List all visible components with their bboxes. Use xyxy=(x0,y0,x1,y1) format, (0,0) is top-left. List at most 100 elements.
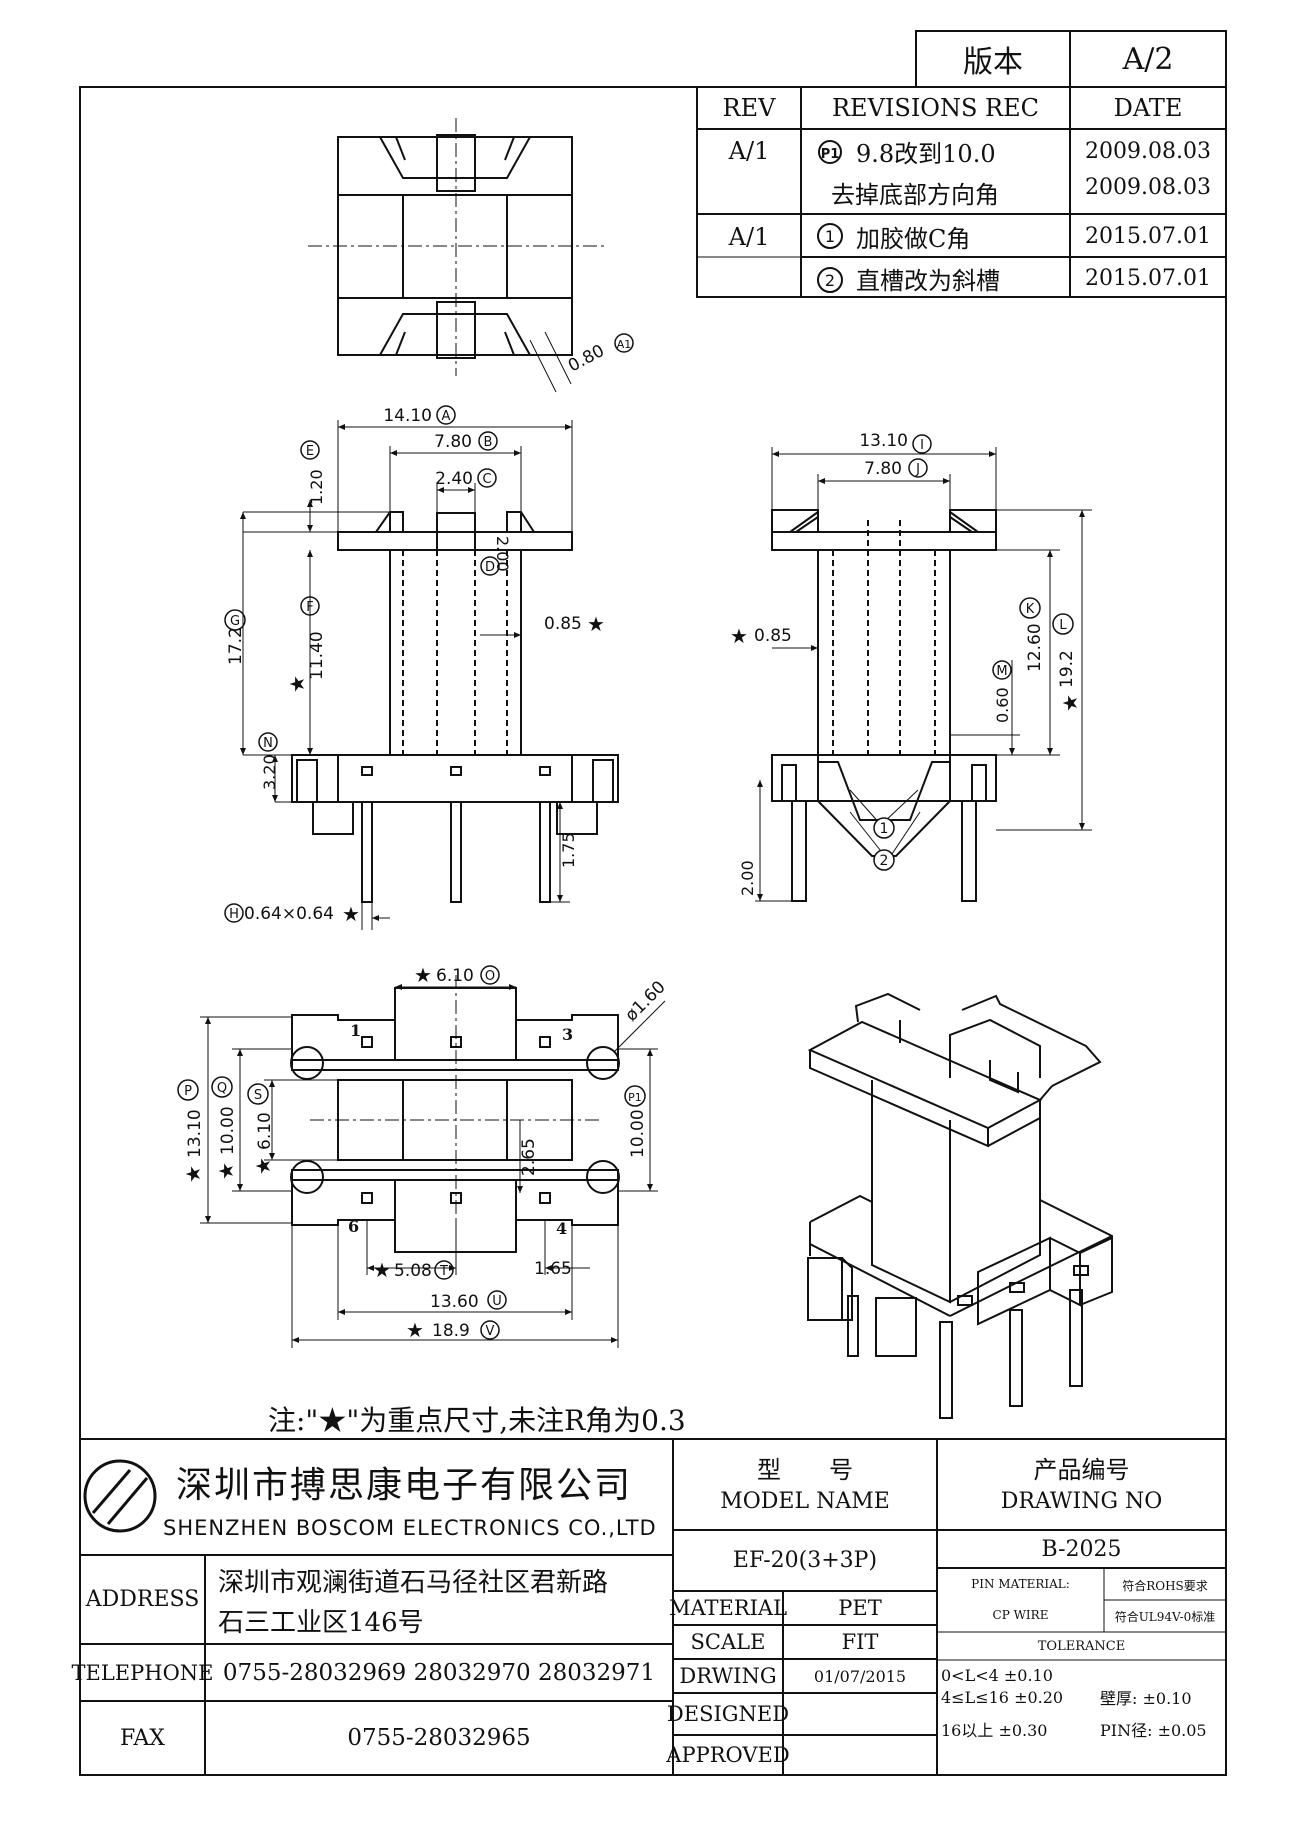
svg-text:2: 2 xyxy=(825,271,835,290)
address-label: ADDRESS xyxy=(85,1587,200,1612)
version-label: 版本 xyxy=(963,45,1023,80)
tolerance-1: 0<L<4 ±0.10 xyxy=(941,1665,1053,1685)
svg-text:B: B xyxy=(484,435,493,450)
svg-text:14.10: 14.10 xyxy=(383,406,432,426)
rev-row-3-rev: A/1 xyxy=(728,222,770,251)
wall-tolerance: 壁厚: ±0.10 xyxy=(1100,1689,1192,1708)
designed-label: DESIGNED xyxy=(666,1702,790,1726)
svg-text:2: 2 xyxy=(880,853,889,869)
svg-text:6.10: 6.10 xyxy=(255,1112,275,1150)
drawing-no-label-en: DRAWING NO xyxy=(1000,1488,1163,1514)
svg-text:H: H xyxy=(229,907,239,922)
svg-text:S: S xyxy=(254,1088,262,1103)
svg-text:K: K xyxy=(1026,602,1035,617)
svg-text:7.80: 7.80 xyxy=(434,432,472,452)
svg-text:P1: P1 xyxy=(628,1091,642,1104)
drawing-label: DRWING xyxy=(679,1664,777,1688)
revision-table xyxy=(696,86,1227,298)
star-icon: ★ xyxy=(342,902,360,926)
front-view-labels: 14.10 A 7.80 B 2.40 C 2.00 D E 1.20 F 11… xyxy=(224,405,605,926)
model-label-cn: 型 号 xyxy=(757,1455,853,1484)
svg-text:1: 1 xyxy=(880,821,889,837)
scale-value: FIT xyxy=(841,1630,879,1654)
bottom-view xyxy=(200,975,666,1348)
fax-value: 0755-28032965 xyxy=(347,1725,531,1751)
svg-text:0.85: 0.85 xyxy=(544,614,582,634)
star-icon: ★ xyxy=(214,1162,238,1180)
top-view xyxy=(308,118,604,393)
svg-text:ø1.60: ø1.60 xyxy=(621,977,669,1025)
svg-text:P: P xyxy=(184,1084,192,1099)
svg-text:10.00: 10.00 xyxy=(628,1109,648,1158)
fax-label: FAX xyxy=(120,1725,165,1751)
rev-row-1-text: 9.8改到10.0 xyxy=(856,139,996,168)
svg-text:13.10: 13.10 xyxy=(185,1109,205,1158)
side-view xyxy=(755,447,1092,902)
svg-text:0.60: 0.60 xyxy=(993,687,1012,723)
svg-text:O: O xyxy=(485,969,495,984)
ul-note: 符合UL94V-0标准 xyxy=(1114,1609,1216,1624)
svg-text:1.20: 1.20 xyxy=(307,469,326,505)
svg-text:18.9: 18.9 xyxy=(432,1321,470,1341)
approved-label: APPROVED xyxy=(666,1743,790,1767)
star-icon: ★ xyxy=(406,1318,424,1342)
svg-text:C: C xyxy=(482,472,491,487)
svg-text:11.40: 11.40 xyxy=(307,631,327,680)
pin-material-label: PIN MATERIAL: xyxy=(971,1577,1070,1591)
svg-text:Q: Q xyxy=(217,1081,227,1096)
telephone-value: 0755-28032969 28032970 28032971 xyxy=(222,1659,656,1686)
svg-text:P1: P1 xyxy=(821,147,840,162)
svg-text:13.10: 13.10 xyxy=(859,431,908,451)
rev-row-1-rev: A/1 xyxy=(728,137,770,165)
svg-text:T: T xyxy=(439,1264,448,1279)
svg-text:13.60: 13.60 xyxy=(430,1292,479,1312)
tolerance-3: 16以上 ±0.30 xyxy=(941,1721,1048,1740)
material-label: MATERIAL xyxy=(668,1596,788,1620)
address-line-2: 石三工业区146号 xyxy=(218,1607,424,1638)
drawing-no-label-cn: 产品编号 xyxy=(1033,1455,1130,1484)
side-view-labels: 13.10 I 7.80 J K 12.60 L 19.2 ★ M 0.60 ★… xyxy=(730,431,1082,896)
svg-text:12.60: 12.60 xyxy=(1025,623,1045,672)
company-name-cn: 深圳市搏思康电子有限公司 xyxy=(176,1465,633,1506)
svg-text:6.10: 6.10 xyxy=(436,966,474,986)
star-icon: ★ xyxy=(414,963,432,987)
svg-text:3: 3 xyxy=(562,1025,573,1044)
svg-text:1.65: 1.65 xyxy=(534,1259,572,1279)
pin-material-value: CP WIRE xyxy=(992,1608,1049,1622)
drawing-frame xyxy=(79,86,1227,1776)
model-label-en: MODEL NAME xyxy=(720,1488,890,1514)
svg-text:2.00: 2.00 xyxy=(738,860,757,896)
star-icon: ★ xyxy=(285,675,309,693)
star-icon: ★ xyxy=(373,1258,391,1282)
drawing-no-value: B-2025 xyxy=(1041,1536,1122,1562)
rev-row-1-date: 2009.08.03 xyxy=(1085,138,1211,164)
svg-text:0.64×0.64: 0.64×0.64 xyxy=(244,904,334,924)
bottom-view-labels: ★ 6.10 O ø1.60 P 13.10 ★ Q 10.00 ★ S 6.1… xyxy=(177,963,670,1342)
svg-text:2.40: 2.40 xyxy=(435,469,473,489)
rev-row-2-date: 2009.08.03 xyxy=(1085,174,1211,200)
svg-text:10.00: 10.00 xyxy=(218,1106,238,1155)
svg-text:I: I xyxy=(920,438,924,453)
rev-row-3-date: 2015.07.01 xyxy=(1085,224,1211,249)
tolerance-label: TOLERANCE xyxy=(1037,1638,1126,1654)
drawing-date: 01/07/2015 xyxy=(813,1666,907,1686)
svg-text:5.08: 5.08 xyxy=(394,1261,432,1281)
star-icon: ★ xyxy=(587,612,605,636)
rev-row-4-text: 直槽改为斜槽 xyxy=(856,266,1000,295)
revision-marks: P1 1 2 xyxy=(817,140,843,293)
svg-text:2.00: 2.00 xyxy=(493,536,512,572)
drawing-note: 注:"★"为重点尺寸,未注R角为0.3 xyxy=(268,1404,686,1437)
svg-text:M: M xyxy=(996,664,1007,679)
svg-text:1.75: 1.75 xyxy=(559,832,578,868)
telephone-label: TELEPHONE xyxy=(71,1660,214,1685)
svg-text:4: 4 xyxy=(556,1219,567,1238)
rev-header-rec: REVISIONS REC xyxy=(831,94,1040,122)
svg-text:V: V xyxy=(486,1324,495,1339)
pin-tolerance: PIN径: ±0.05 xyxy=(1100,1721,1207,1740)
rev-header-date: DATE xyxy=(1113,94,1183,122)
svg-text:L: L xyxy=(1059,618,1067,633)
svg-text:N: N xyxy=(263,736,273,751)
rev-row-2-text: 去掉底部方向角 xyxy=(831,181,999,209)
model-value: EF-20(3+3P) xyxy=(732,1548,878,1573)
